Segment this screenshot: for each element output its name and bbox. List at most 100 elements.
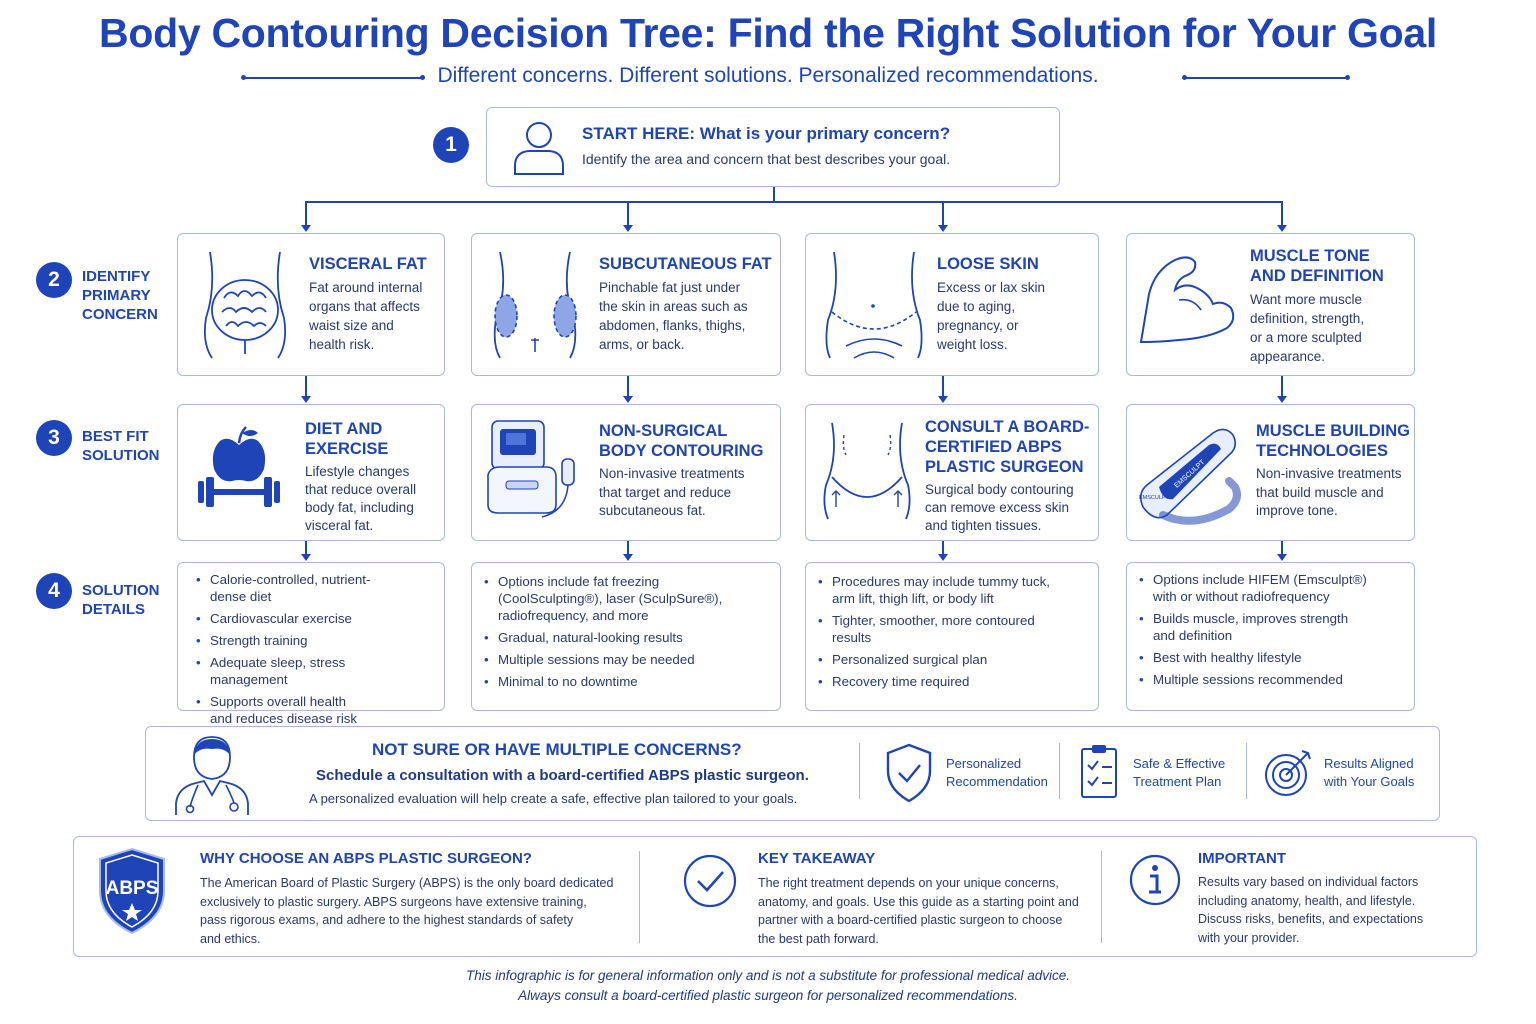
cta-subtitle: Schedule a consultation with a board-cer… — [316, 767, 809, 784]
tree-stem — [773, 187, 775, 202]
intestines-icon — [203, 251, 287, 359]
tree-connector — [1281, 201, 1283, 226]
detail-item: Procedures may include tummy tuck,arm li… — [818, 573, 1094, 607]
arrow-down-icon — [301, 554, 311, 561]
tree-branch — [305, 201, 1282, 203]
disclaimer: This infographic is for general informat… — [465, 968, 1071, 1003]
info-icon — [1129, 854, 1181, 906]
important-text: Results vary based on individual factors… — [1198, 875, 1424, 945]
target-icon — [1265, 750, 1311, 796]
tree-connector — [305, 376, 307, 397]
details-card-non-surgical: Options include fat freezing(CoolSculpti… — [471, 562, 781, 711]
start-text: Identify the area and concern that best … — [582, 151, 951, 167]
abps-badge-text: ABPS — [106, 878, 159, 899]
surgical-marking-icon — [823, 422, 911, 520]
emsculpt-device-label: EMSCULPT — [1139, 495, 1170, 501]
tree-connector — [305, 541, 307, 555]
tree-connector — [942, 541, 944, 555]
subtitle-left-rule — [241, 75, 425, 80]
tree-connector — [1281, 541, 1283, 555]
details-card-diet-exercise: Calorie-controlled, nutrient-dense dietC… — [177, 562, 445, 726]
arrow-down-icon — [623, 225, 633, 232]
cta-text: A personalized evaluation will help crea… — [309, 791, 798, 806]
arrow-down-icon — [623, 554, 633, 561]
torso-fat-icon — [493, 251, 577, 359]
step-4-badge: 4 — [36, 573, 72, 609]
doctor-icon — [175, 736, 249, 815]
device-icon — [487, 420, 575, 518]
concern-title: VISCERAL FAT — [309, 255, 427, 273]
tree-connector — [627, 376, 629, 397]
detail-item: Options include HIFEM (Emsculpt®)with or… — [1139, 571, 1409, 605]
info-panel: ABPS WHY CHOOSE AN ABPS PLASTIC SURGEON?… — [73, 836, 1477, 957]
divider — [1059, 743, 1060, 799]
page-subtitle: Different concerns. Different solutions.… — [437, 64, 1099, 87]
step-2-badge: 2 — [36, 262, 72, 298]
arrow-down-icon — [938, 396, 948, 403]
emsculpt-device-icon: EMSCULPT EMSCULPT — [1139, 428, 1241, 525]
abps-badge-icon: ABPS — [99, 847, 165, 935]
detail-item: Cardiovascular exercise — [196, 610, 436, 627]
arrow-down-icon — [938, 554, 948, 561]
divider — [859, 743, 860, 799]
arrow-down-icon — [301, 225, 311, 232]
detail-item: Best with healthy lifestyle — [1139, 649, 1409, 666]
concern-title: LOOSE SKIN — [937, 255, 1039, 273]
arrow-down-icon — [623, 396, 633, 403]
cta-title: NOT SURE OR HAVE MULTIPLE CONCERNS? — [372, 740, 742, 759]
detail-item: Multiple sessions may be needed — [484, 651, 774, 668]
abps-title: WHY CHOOSE AN ABPS PLASTIC SURGEON? — [200, 850, 532, 867]
arrow-down-icon — [301, 396, 311, 403]
step-1-badge: 1 — [433, 127, 469, 163]
detail-item: Minimal to no downtime — [484, 673, 774, 690]
start-title: START HERE: What is your primary concern… — [582, 124, 951, 143]
tree-connector — [305, 201, 307, 226]
abps-text: The American Board of Plastic Surgery (A… — [200, 876, 614, 946]
check-circle-icon — [683, 854, 737, 908]
detail-item: Multiple sessions recommended — [1139, 671, 1409, 688]
subtitle-row: Different concerns. Different solutions.… — [0, 64, 1536, 92]
divider — [639, 851, 640, 943]
detail-item: Personalized surgical plan — [818, 651, 1094, 668]
start-box[interactable]: START HERE: What is your primary concern… — [486, 107, 1060, 187]
arrow-down-icon — [1277, 396, 1287, 403]
concern-card-subcutaneous-fat[interactable]: SUBCUTANEOUS FAT Pinchable fat just unde… — [471, 233, 781, 376]
details-list: Calorie-controlled, nutrient-dense dietC… — [196, 571, 436, 732]
important-title: IMPORTANT — [1198, 850, 1287, 867]
arrow-down-icon — [1277, 554, 1287, 561]
tree-connector — [1281, 376, 1283, 397]
detail-item: Gradual, natural-looking results — [484, 629, 774, 646]
detail-item: Calorie-controlled, nutrient-dense diet — [196, 571, 436, 605]
concern-title: SUBCUTANEOUS FAT — [599, 255, 772, 273]
page-title: Body Contouring Decision Tree: Find the … — [99, 10, 1437, 56]
consultation-banner[interactable]: NOT SURE OR HAVE MULTIPLE CONCERNS? Sche… — [145, 726, 1440, 821]
divider — [1101, 851, 1102, 943]
flexed-arm-icon — [1139, 256, 1235, 344]
divider — [1246, 743, 1247, 799]
